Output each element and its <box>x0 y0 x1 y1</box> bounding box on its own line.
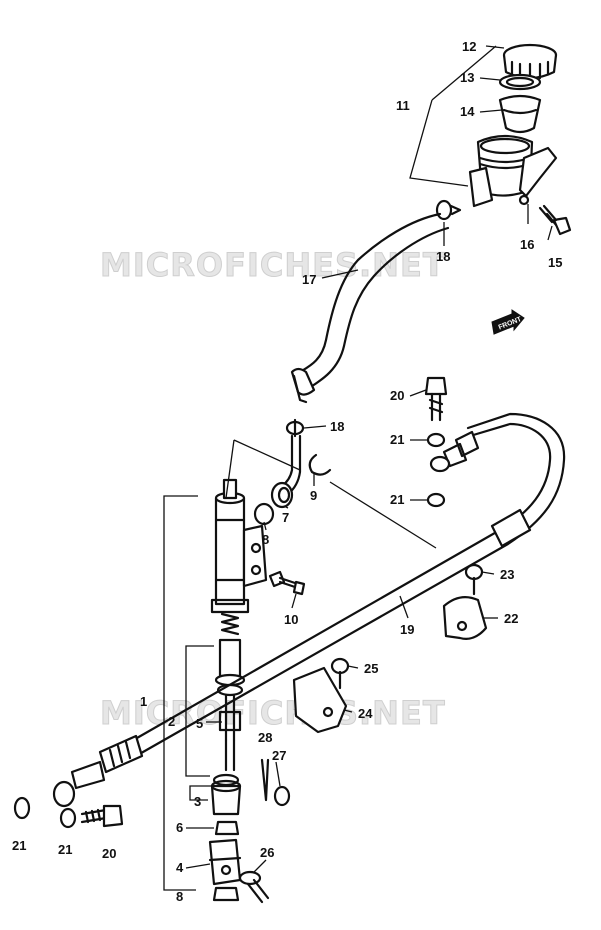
callout-21-upper: 21 <box>390 432 404 447</box>
callout-15: 15 <box>548 255 562 270</box>
circlip <box>308 453 332 476</box>
piston <box>214 638 246 697</box>
callout-10: 10 <box>284 612 298 627</box>
callout-21-bottom-right: 21 <box>58 842 72 857</box>
leader-lines <box>185 45 553 873</box>
callout-24: 24 <box>358 706 373 721</box>
watermark-bottom: MICROFICHES.NET <box>100 694 446 732</box>
sealing-washer-mid <box>426 492 446 508</box>
callout-9: 9 <box>310 488 317 503</box>
watermark-top: MICROFICHES.NET <box>100 246 446 284</box>
sealing-washer-top <box>426 432 446 448</box>
callout-26: 26 <box>260 845 274 860</box>
callout-3: 3 <box>194 794 201 809</box>
callout-25: 25 <box>364 661 378 676</box>
callout-18-lower: 18 <box>330 419 344 434</box>
reservoir-body <box>468 134 558 208</box>
brake-hose <box>52 412 566 808</box>
washer-27 <box>273 785 291 807</box>
callout-12: 12 <box>462 39 476 54</box>
sealing-washer-bottom-a <box>13 796 31 820</box>
hose-guide <box>442 595 488 640</box>
hose-clamp-upper <box>435 199 462 221</box>
callout-5: 5 <box>196 716 203 731</box>
callout-23: 23 <box>500 567 514 582</box>
callout-13: 13 <box>460 70 474 85</box>
callout-7: 7 <box>282 510 289 525</box>
callout-28: 28 <box>258 730 272 745</box>
callout-6: 6 <box>176 820 183 835</box>
callout-22: 22 <box>504 611 518 626</box>
reservoir-hose <box>290 212 450 404</box>
callout-11: 11 <box>396 98 410 113</box>
callout-14: 14 <box>460 104 475 119</box>
union-bolt-top <box>424 376 448 422</box>
callout-8-upper: 8 <box>262 532 269 547</box>
callout-4: 4 <box>176 860 184 875</box>
callout-21-bottom-left: 21 <box>12 838 26 853</box>
push-rod <box>218 694 242 772</box>
callout-2: 2 <box>168 714 175 729</box>
front-direction-arrow: FRONT <box>491 309 525 335</box>
callout-16: 16 <box>520 237 534 252</box>
reservoir-diaphragm-plate <box>498 73 542 91</box>
callout-1: 1 <box>140 694 147 709</box>
hose-clamp-lower <box>285 418 305 438</box>
callout-21-middle: 21 <box>390 492 404 507</box>
cotter-pin <box>260 758 270 802</box>
group-bracket-1 <box>163 495 198 891</box>
bolt-23 <box>464 563 484 596</box>
union-bolt-bottom <box>80 804 124 828</box>
sealing-washer-bottom-b <box>59 807 77 829</box>
callout-18-upper: 18 <box>436 249 450 264</box>
hose-clamp-bracket <box>292 666 348 734</box>
bolt-25 <box>330 657 350 690</box>
callout-27: 27 <box>272 748 286 763</box>
inlet-connector <box>270 481 294 509</box>
callout-numbers: 12 13 14 11 16 15 18 17 20 18 21 9 21 8 … <box>12 39 562 904</box>
reservoir-diaphragm <box>498 94 542 134</box>
callout-8-lower: 8 <box>176 889 183 904</box>
reservoir-bolt <box>538 204 572 236</box>
lock-nut <box>214 820 240 836</box>
boot <box>210 773 242 816</box>
clevis-pin <box>238 870 270 904</box>
master-cylinder-body <box>210 478 268 614</box>
mounting-bolt <box>268 570 306 596</box>
clevis-nut <box>212 886 240 902</box>
group-bracket-11 <box>409 99 469 187</box>
piston-spring <box>220 612 240 636</box>
o-ring <box>253 502 275 526</box>
callout-19: 19 <box>400 622 414 637</box>
group-bracket-3 <box>189 785 214 801</box>
group-bracket-2 <box>185 645 214 777</box>
callout-17: 17 <box>302 272 316 287</box>
callout-20-lower: 20 <box>102 846 116 861</box>
callout-20-upper: 20 <box>390 388 404 403</box>
clevis <box>208 838 242 886</box>
